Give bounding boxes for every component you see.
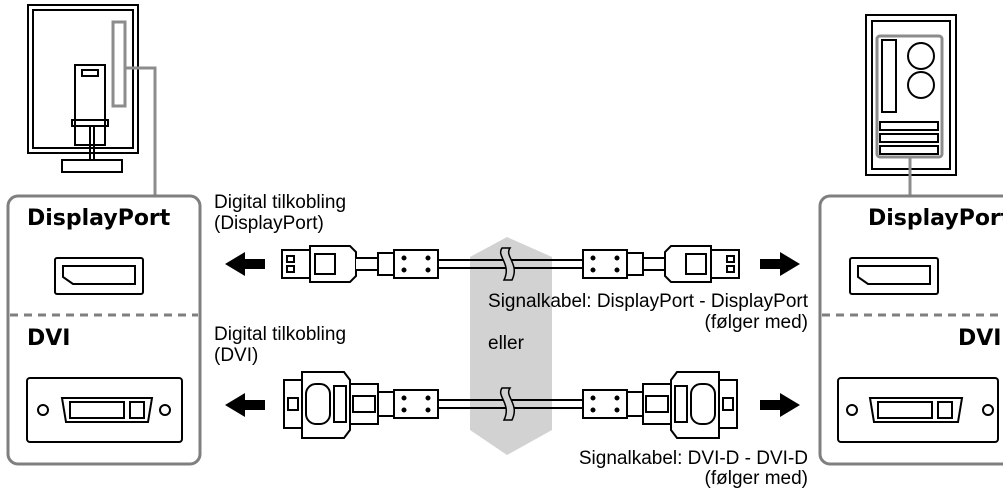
dvi-receptacle-icon (26, 377, 183, 443)
cable-break-mark (499, 387, 515, 421)
dp-connection-label-line2: (DisplayPort) (214, 213, 324, 234)
arrow-right-icon (760, 393, 800, 417)
right-displayport-heading: DisplayPort (868, 206, 1003, 231)
dp-cable-note: (følger med) (704, 312, 808, 333)
right-dvi-heading: DVI (958, 326, 1002, 351)
dvi-connection-label-line2: (DVI) (214, 345, 259, 366)
pc-back-illustration (865, 14, 957, 176)
cable-break-mark (499, 247, 515, 281)
arrow-left-icon (225, 393, 265, 417)
displayport-receptacle-icon (849, 257, 939, 295)
right-port-panel (818, 194, 1003, 466)
alternative-separator: eller (488, 333, 524, 354)
dvi-receptacle-icon (837, 377, 999, 443)
leader-line-left (125, 66, 157, 196)
dvi-cable-name: Signalkabel: DVI-D - DVI-D (578, 448, 808, 469)
dvi-cable-note: (følger med) (704, 468, 808, 489)
left-port-panel (6, 194, 202, 466)
monitor-back-illustration (27, 4, 139, 173)
dvi-connection-label-line1: Digital tilkobling (214, 324, 347, 345)
arrow-right-icon (760, 252, 800, 276)
displayport-receptacle-icon (54, 257, 144, 295)
dvi-cable-illustration (283, 371, 738, 439)
left-displayport-heading: DisplayPort (27, 206, 171, 231)
displayport-cable-illustration (281, 245, 740, 283)
dp-connection-label-line1: Digital tilkobling (214, 192, 347, 213)
left-dvi-heading: DVI (27, 326, 71, 351)
arrow-left-icon (225, 252, 265, 276)
dp-cable-name: Signalkabel: DisplayPort - DisplayPort (488, 291, 808, 312)
